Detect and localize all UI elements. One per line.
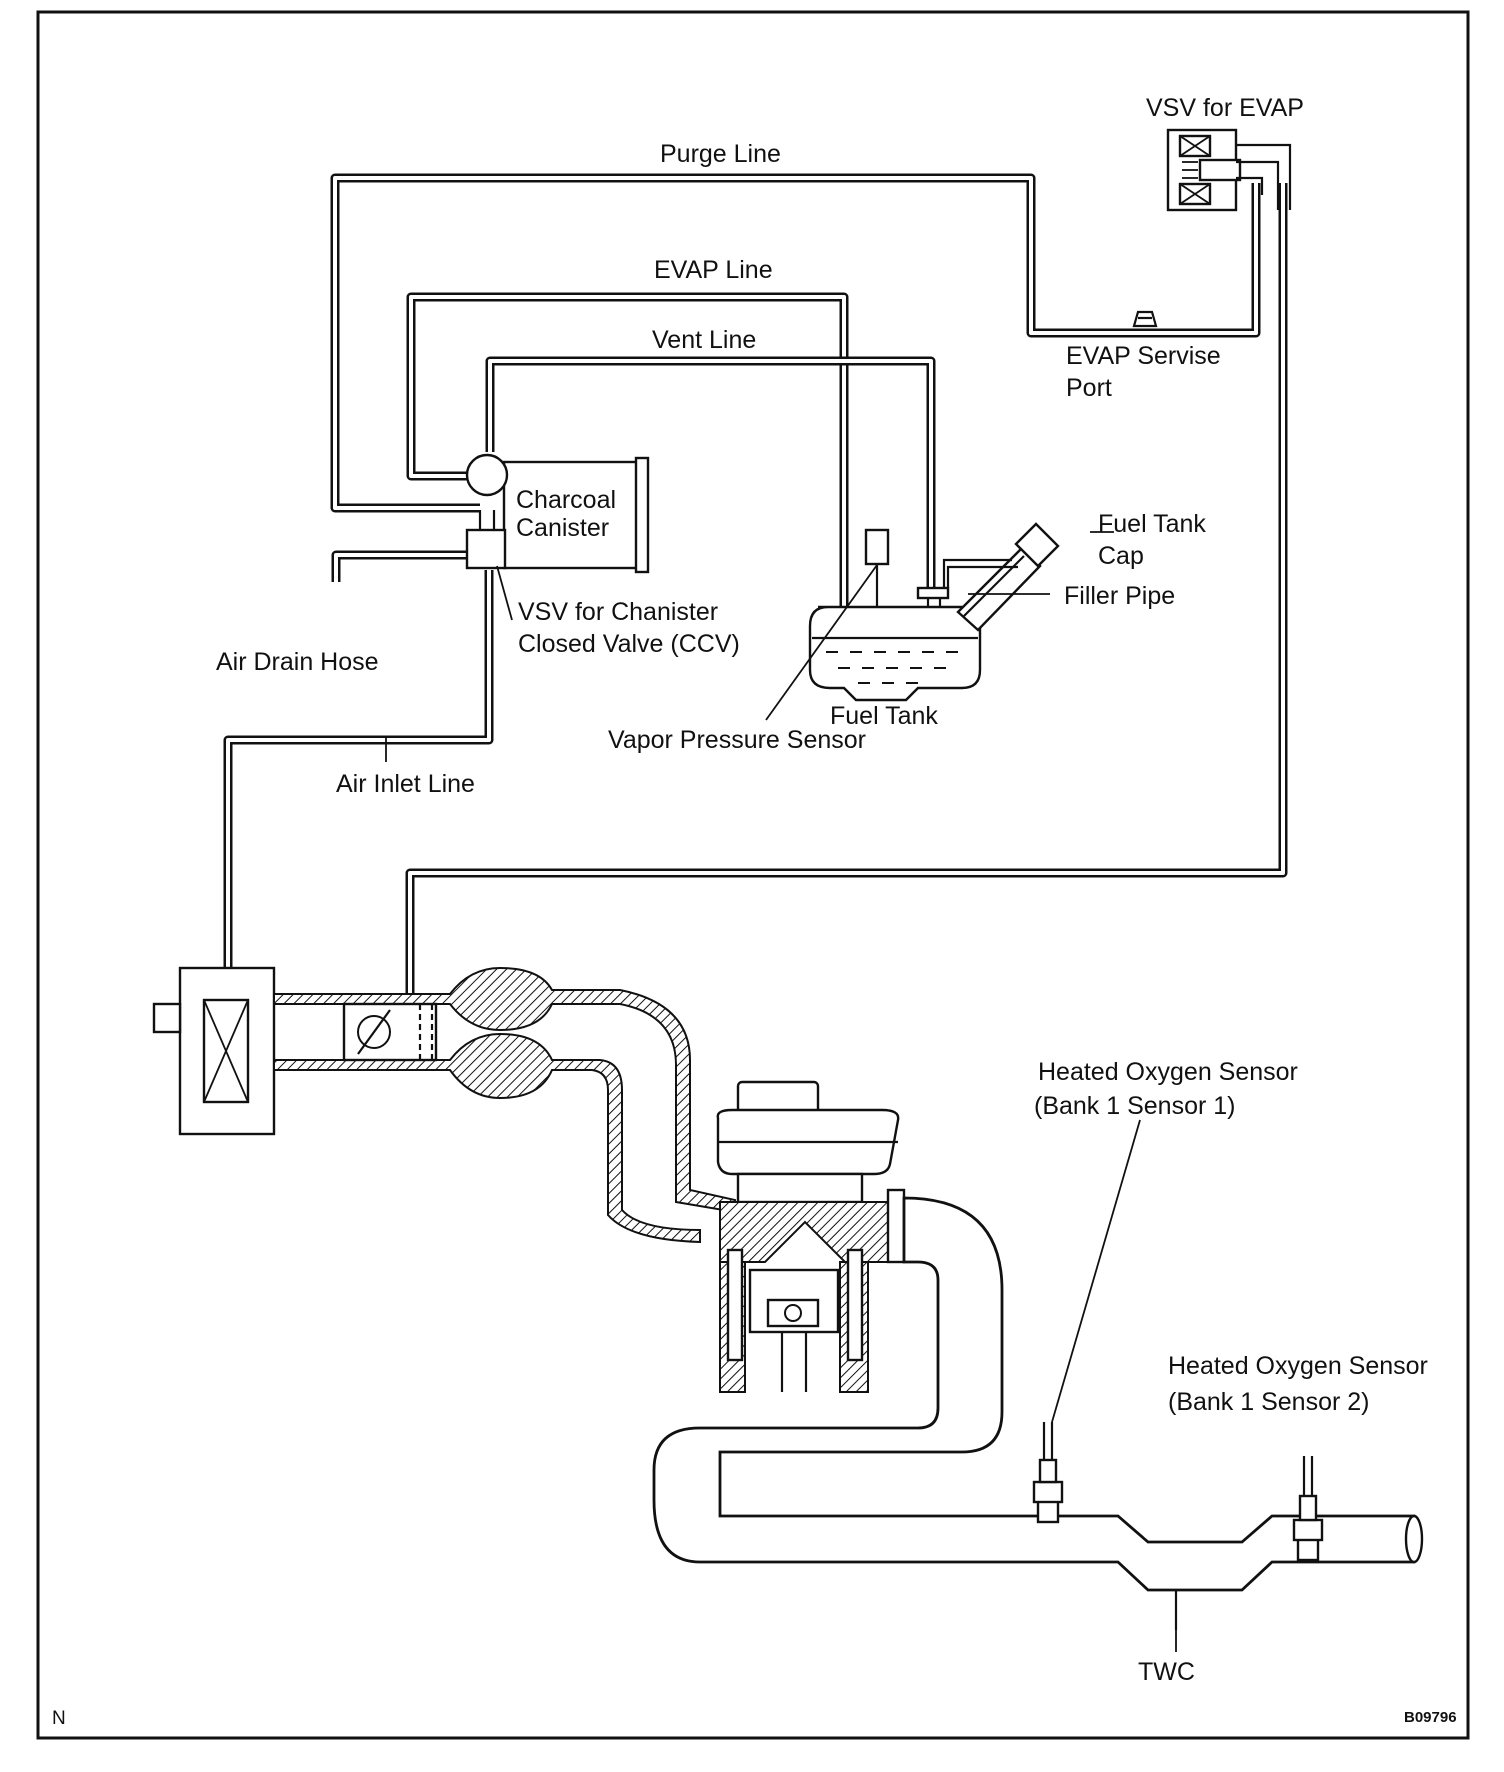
vsv-evap-valve <box>1166 128 1292 212</box>
label-figure-code: B09796 <box>1404 1709 1457 1726</box>
filler-pipe <box>942 546 1042 632</box>
evap-line <box>406 292 849 607</box>
leader-lines <box>385 531 1177 1652</box>
throttle-valve <box>342 1002 438 1062</box>
air-cleaner <box>152 966 276 1136</box>
label-evap-line: EVAP Line <box>654 256 773 284</box>
diagram-frame <box>36 10 1470 1740</box>
charcoal-canister <box>465 453 650 574</box>
exhaust-pipe <box>652 1196 1416 1592</box>
label-purge-line: Purge Line <box>660 140 781 168</box>
label-evap-service-port-1: EVAP Servise <box>1066 342 1221 370</box>
fuel-tank-cap <box>1014 522 1060 568</box>
label-ho2s-s1-1: Heated Oxygen Sensor <box>1038 1058 1298 1086</box>
oxygen-sensor-1 <box>1032 1422 1064 1524</box>
vent-line <box>485 356 936 588</box>
vsv-evap-to-intake-line <box>405 183 1288 1000</box>
engine <box>716 1080 906 1393</box>
label-twc: TWC <box>1138 1658 1195 1686</box>
air-drain-hose <box>331 550 470 582</box>
label-vsv-ccv-1: VSV for Chanister <box>518 598 718 626</box>
label-vent-line: Vent Line <box>652 326 756 354</box>
label-evap-service-port-2: Port <box>1066 374 1112 402</box>
label-air-inlet-line: Air Inlet Line <box>336 770 475 798</box>
label-ho2s-s2-2: (Bank 1 Sensor 2) <box>1168 1388 1370 1416</box>
fuel-tank <box>808 528 982 702</box>
label-vsv-evap: VSV for EVAP <box>1146 94 1304 122</box>
label-corner-n: N <box>52 1708 66 1729</box>
label-ho2s-s2-1: Heated Oxygen Sensor <box>1168 1352 1428 1380</box>
label-ho2s-s1-2: (Bank 1 Sensor 1) <box>1034 1092 1236 1120</box>
label-filler-pipe: Filler Pipe <box>1064 582 1175 610</box>
exhaust-outlet <box>1404 1514 1424 1564</box>
label-charcoal-canister-1: Charcoal <box>516 486 616 514</box>
air-inlet-line <box>223 570 494 968</box>
label-vapor-pressure-sensor: Vapor Pressure Sensor <box>608 726 866 754</box>
label-fuel-tank-cap-1: Fuel Tank <box>1098 510 1206 538</box>
label-charcoal-canister-2: Canister <box>516 514 609 542</box>
evap-service-port <box>1132 310 1158 328</box>
label-air-drain-hose: Air Drain Hose <box>216 648 379 676</box>
label-fuel-tank: Fuel Tank <box>830 702 938 730</box>
label-vsv-ccv-2: Closed Valve (CCV) <box>518 630 740 658</box>
oxygen-sensor-2 <box>1292 1456 1324 1562</box>
label-fuel-tank-cap-2: Cap <box>1098 542 1144 570</box>
purge-line <box>330 173 1261 513</box>
